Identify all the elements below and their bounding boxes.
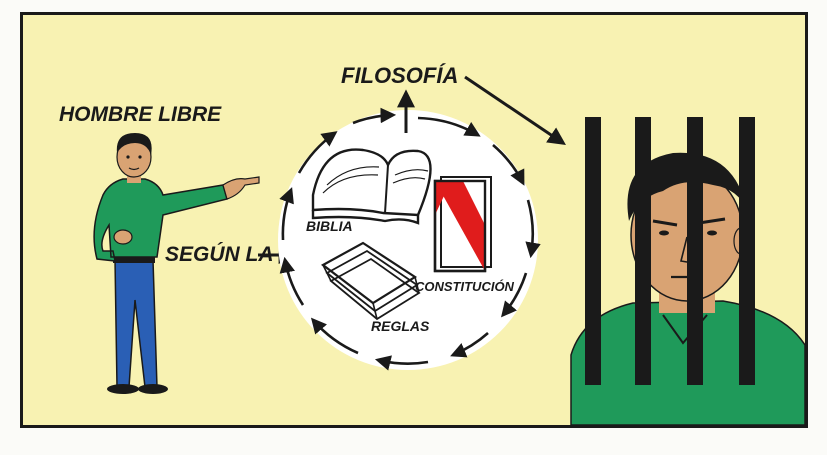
label-filosofia: FILOSOFÍA: [341, 63, 458, 88]
flag-book-icon: [433, 176, 492, 273]
papers-icon: [320, 241, 421, 321]
free-man-figure: [93, 133, 260, 394]
label-segun-la: SEGÚN LA: [165, 242, 274, 266]
circular-arrows: [279, 107, 541, 371]
arrow-to-prisoner: [464, 75, 566, 146]
prison-bars-icon: [585, 117, 755, 385]
label-constitucion: CONSTITUCIÓN: [415, 279, 515, 294]
illustration-svg: HOMBRE LIBRE SEGÚN LA BIBLIA CONSTITUCIÓ…: [23, 15, 805, 425]
label-reglas: REGLAS: [371, 318, 430, 334]
book-icon: [311, 148, 432, 225]
illustration-panel: HOMBRE LIBRE SEGÚN LA BIBLIA CONSTITUCIÓ…: [20, 12, 808, 428]
label-biblia: BIBLIA: [306, 218, 353, 234]
label-hombre-libre: HOMBRE LIBRE: [59, 103, 222, 126]
